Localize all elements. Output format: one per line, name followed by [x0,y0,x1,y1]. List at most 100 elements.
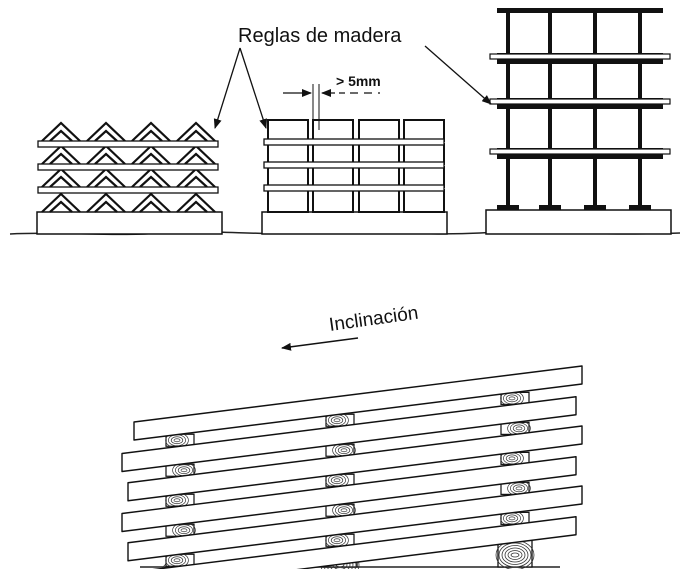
gap-label: > 5mm [336,73,381,89]
pointer-arrow-1 [213,47,241,129]
stack2-base [261,211,448,235]
inclined-board [121,396,577,473]
inclined-board [127,425,583,502]
i-profile-web [506,57,510,98]
i-profile-web [593,102,597,148]
triangle-profile [176,192,216,213]
wood-grain-ring [330,416,344,425]
triangle-profile [41,192,81,213]
i-profile-web [506,12,510,53]
i-profile-web [638,12,642,53]
i-profile-web [548,102,552,148]
i-profile-web [506,152,510,208]
rect-profile [312,143,354,165]
pointer-arrow-2 [239,47,268,129]
triangle-profile [41,144,81,165]
wood-board [37,186,219,194]
i-profile-web [548,57,552,98]
rect-profile [403,143,445,165]
wood-grain-ring [180,528,188,533]
inclined-stack [121,365,583,569]
triangle-profile [86,121,126,142]
inclinacion-label: Inclinación [328,303,420,336]
wood-grain-ring [505,394,519,403]
wood-board [263,161,445,169]
wood-grain-ring [177,466,191,475]
triangle-profile [86,167,126,188]
i-profile-web [638,152,642,208]
wood-grain-ring [333,418,341,423]
reglas-label: Reglas de madera [238,25,402,47]
wood-spacer [325,502,356,519]
i-profile-web [593,12,597,53]
i-profile-web [593,152,597,208]
wood-grain-ring [177,526,191,535]
wood-grain-ring [505,514,519,523]
triangle-profile [41,167,81,188]
i-profile-web [638,102,642,148]
rect-profile [267,143,309,165]
inclined-board [133,365,583,441]
wood-grain-ring [340,508,348,513]
rect-profile [403,119,445,142]
rect-profile [403,166,445,188]
rect-profile [358,119,400,142]
wood-grain-ring [512,424,526,433]
wood-board [489,98,671,105]
rect-profile [267,166,309,188]
wood-grain-ring [508,456,516,461]
inclined-board [127,485,583,562]
i-profile-flange [629,205,651,210]
rect-profile [312,189,354,213]
wood-grain-ring [510,552,520,558]
i-profile-flange [497,205,519,210]
wood-board [37,163,219,171]
rect-profile [267,119,309,142]
wood-grain-ring [173,498,181,503]
i-profile-web [548,12,552,53]
triangle-profile [131,192,171,213]
wood-grain-ring [330,476,344,485]
wood-grain-ring [180,468,188,473]
wood-grain-ring [504,547,526,563]
triangle-profile [131,167,171,188]
wood-grain-ring [512,484,526,493]
rect-profile [358,189,400,213]
triangle-profile [176,144,216,165]
wood-grain-ring [330,536,344,545]
pointer-arrow-3 [424,45,492,105]
inclined-board [121,456,577,533]
wood-grain-ring [501,545,529,565]
wood-grain-ring [173,438,181,443]
inclined-board [152,516,577,569]
wood-grain-ring [505,454,519,463]
wood-grain-ring [507,550,523,560]
rect-profile [358,143,400,165]
i-profile-web [593,57,597,98]
i-profile-flange [497,104,663,109]
i-profile-flange [497,8,663,13]
wood-grain-ring [333,538,341,543]
i-profile-web [506,102,510,148]
i-profile-web [638,57,642,98]
wood-board [263,138,445,146]
triangle-profile [131,121,171,142]
wood-board [489,53,671,60]
i-profile-flange [497,59,663,64]
wood-board [37,140,219,148]
wood-board [489,148,671,155]
triangle-profile [176,167,216,188]
triangle-profile [86,192,126,213]
triangle-profile [131,144,171,165]
rectangle-stack: > 5mm [261,73,448,235]
wood-grain-ring [515,426,523,431]
wood-grain-ring [170,436,184,445]
stack1-base [36,211,223,235]
rect-profile [267,189,309,213]
wood-grain-ring [508,516,516,521]
wood-grain-ring [337,506,351,515]
rect-profile [358,166,400,188]
i-profile-flange [497,154,663,159]
i-profile-flange [584,205,606,210]
